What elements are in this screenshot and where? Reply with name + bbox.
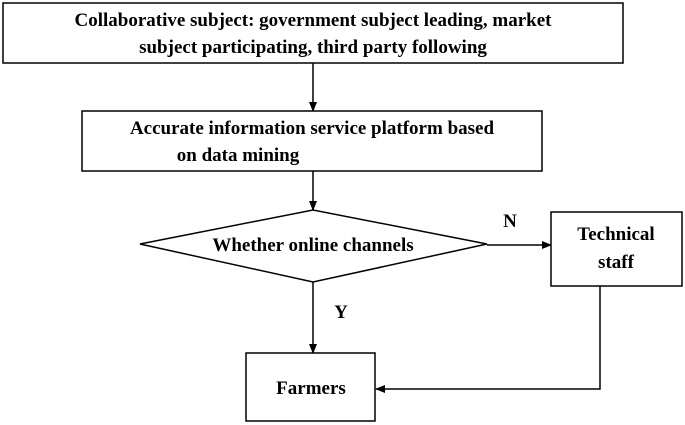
farmers-label: Farmers [276,378,346,399]
decision-diamond [139,209,488,283]
arrow-technical-staff-to-farmers [375,286,601,393]
technical-staff-box [550,211,683,287]
collaborative-subject-box [2,2,624,64]
platform-line-2: on data mining [177,145,300,166]
collaborative-subject-line-2: subject participating, third party follo… [139,37,487,58]
collaborative-subject-line-1: Collaborative subject: government subjec… [74,10,552,31]
technical-staff-line-1: Technical [577,224,654,245]
decision-label: Whether online channels [212,235,413,256]
technical-staff-line-2: staff [598,252,635,273]
no-branch-label: N [503,211,517,232]
platform-box [81,110,543,172]
farmers-box [245,352,376,422]
yes-branch-label: Y [334,302,348,323]
platform-line-1: Accurate information service platform ba… [130,118,495,139]
